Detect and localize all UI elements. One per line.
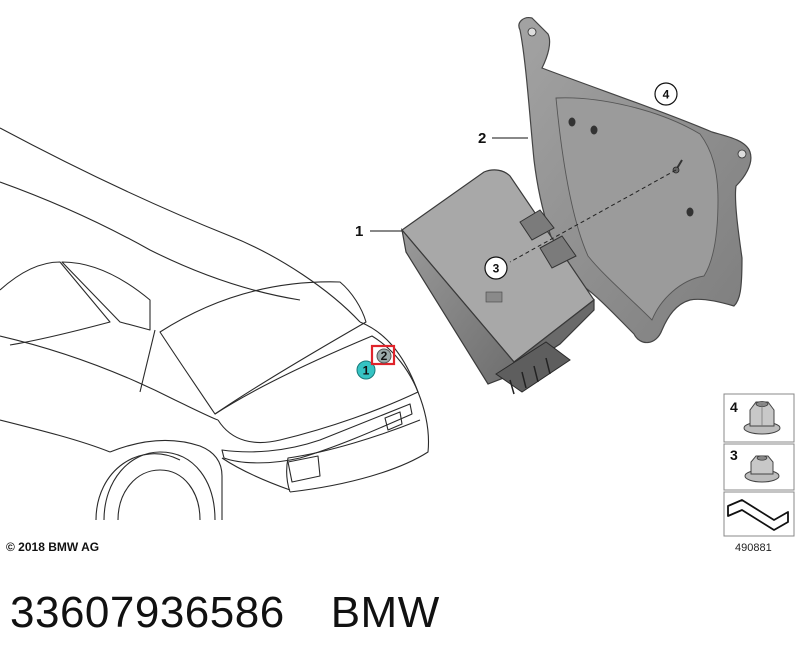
car-outline	[0, 127, 430, 521]
legend-bracket-symbol[interactable]	[723, 491, 795, 537]
brand-name: BMW	[330, 588, 440, 637]
footer-part-line: 33607936586 BMW	[10, 588, 440, 638]
copyright-text: © 2018 BMW AG	[6, 540, 100, 554]
legend-nut-small[interactable]: 3	[723, 443, 795, 491]
callout-module-label: 1	[355, 223, 363, 240]
car-marker-module[interactable]: 1	[356, 360, 376, 380]
bracket-part	[518, 17, 752, 344]
callout-nut-small-label: 3	[493, 262, 500, 276]
car-marker-bracket[interactable]: 2	[370, 344, 396, 366]
legend-nut-large[interactable]: 4	[723, 393, 795, 443]
part-number: 33607936586	[10, 588, 285, 637]
callout-nut-large: 4	[654, 82, 678, 106]
callout-bracket-label: 2	[478, 130, 486, 147]
car-marker-module-label: 1	[363, 364, 370, 378]
control-module-part	[401, 169, 595, 395]
diagram-id: 490881	[735, 542, 772, 554]
callout-nut-small: 3	[484, 256, 508, 280]
legend-nut-small-num: 3	[730, 447, 738, 463]
callout-bracket: 2	[478, 130, 528, 147]
legend-nut-large-num: 4	[730, 399, 738, 415]
callout-nut-large-label: 4	[663, 88, 670, 102]
callout-module: 1	[355, 223, 402, 240]
alignment-line	[509, 169, 677, 263]
car-marker-bracket-label: 2	[381, 349, 388, 363]
